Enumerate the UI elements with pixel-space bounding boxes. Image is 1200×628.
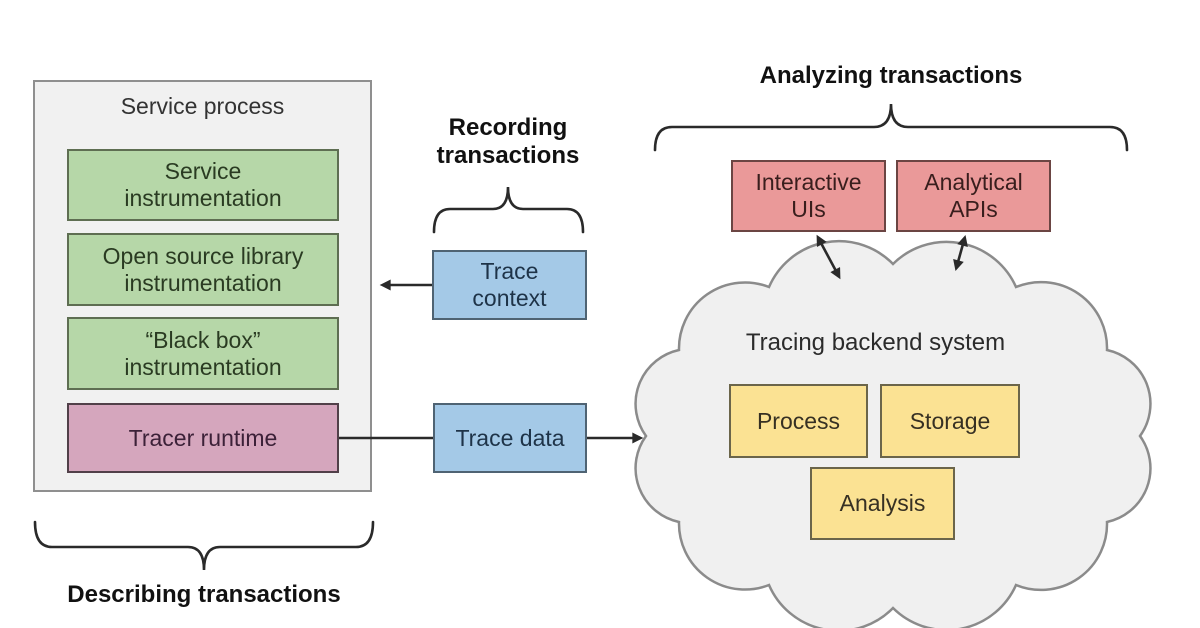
label-recording-line1: Recording: [448, 114, 568, 141]
box-tracer-runtime: Tracer runtime: [67, 403, 339, 473]
label-recording-line2: transactions: [436, 142, 580, 169]
curly-brace-describing: [33, 520, 375, 571]
box-label-line: Analytical: [924, 169, 1023, 195]
box-black-box-instrumentation: “Black box” instrumentation: [67, 317, 339, 390]
box-label-line: instrumentation: [124, 269, 282, 296]
box-label-line: context: [472, 285, 547, 311]
box-open-source-library-instrumentation: Open source library instrumentation: [67, 233, 339, 306]
box-trace-context: Trace context: [432, 250, 587, 320]
box-label-line: Process: [756, 407, 841, 434]
box-label-line: Tracer runtime: [128, 424, 278, 451]
box-label-line: Service: [164, 158, 242, 184]
box-analytical-apis: Analytical APIs: [896, 160, 1051, 232]
box-label-line: “Black box”: [145, 326, 261, 353]
double-arrow-analytical-apis-cloud: [953, 234, 968, 272]
box-label-line: Trace data: [455, 424, 565, 451]
box-storage: Storage: [880, 384, 1020, 458]
box-label-line: APIs: [949, 196, 998, 222]
box-label-line: instrumentation: [124, 353, 282, 380]
backend-cloud-title: Tracing backend system: [745, 329, 1006, 356]
box-label-line: Interactive: [755, 169, 862, 195]
box-service-instrumentation: Service instrumentation: [67, 149, 339, 221]
box-analysis: Analysis: [810, 467, 955, 540]
box-label-line: Open source library: [102, 242, 304, 269]
service-process-title: Service process: [120, 93, 285, 119]
box-interactive-uis: Interactive UIs: [731, 160, 886, 232]
curly-brace-analyzing: [653, 103, 1129, 152]
box-process: Process: [729, 384, 868, 458]
box-label-line: instrumentation: [124, 185, 282, 211]
box-label-line: Storage: [909, 407, 991, 434]
label-recording-transactions: Recording transactions: [408, 114, 608, 170]
curly-brace-recording: [432, 186, 585, 234]
label-analyzing-transactions: Analyzing transactions: [759, 62, 1023, 89]
label-describing-transactions: Describing transactions: [67, 581, 341, 608]
box-label-line: Trace: [480, 258, 539, 284]
box-label-line: UIs: [791, 196, 826, 222]
double-arrow-interactive-uis-cloud: [816, 234, 841, 280]
box-label-line: Analysis: [839, 490, 926, 516]
box-trace-data: Trace data: [433, 403, 587, 473]
